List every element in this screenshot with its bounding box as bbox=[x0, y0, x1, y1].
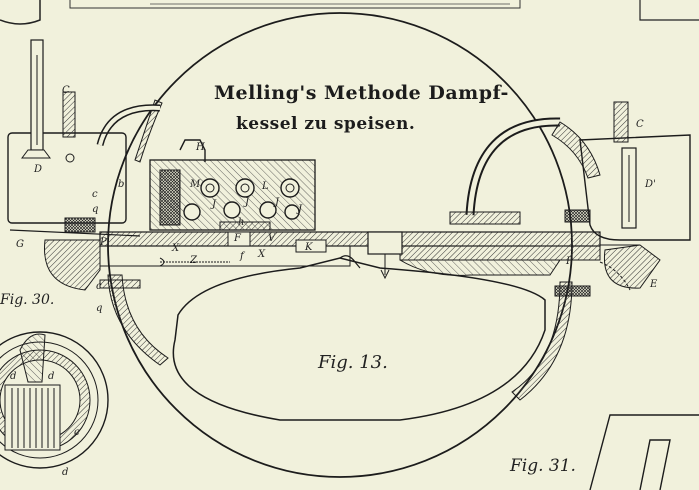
label-h: h bbox=[238, 217, 245, 228]
label-D-left: D bbox=[34, 164, 43, 175]
top-left-fragment bbox=[0, 0, 41, 25]
label-X-1: X bbox=[172, 243, 180, 254]
gear-3 bbox=[280, 178, 300, 198]
label-C-left: C bbox=[62, 85, 70, 96]
title-line-1: Melling's Methode Dampf- bbox=[214, 82, 509, 104]
label-q-2: q bbox=[96, 303, 103, 314]
label-b: b bbox=[118, 179, 125, 190]
label-V: V bbox=[268, 233, 276, 244]
water-chamber bbox=[172, 257, 546, 421]
right-pipe bbox=[613, 101, 629, 143]
label-C-right: C bbox=[636, 119, 644, 130]
label-J-4: J bbox=[298, 204, 303, 215]
label-E: E bbox=[650, 279, 658, 290]
label-Z: Z bbox=[190, 255, 197, 266]
label-d-1: d bbox=[10, 371, 17, 382]
label-D-right: D' bbox=[645, 179, 656, 190]
fig30-core bbox=[4, 384, 61, 451]
gear-6 bbox=[259, 201, 277, 219]
label-L: L bbox=[262, 181, 269, 192]
label-M: M bbox=[190, 179, 201, 190]
left-pipe bbox=[62, 91, 76, 138]
figure-13-caption: Fig. 13. bbox=[318, 352, 388, 373]
label-X-2: X bbox=[258, 249, 266, 260]
label-d-2: d bbox=[48, 371, 55, 382]
gear-2 bbox=[235, 178, 255, 198]
right-gauge-tank bbox=[579, 134, 691, 241]
fig31-fragment bbox=[589, 414, 699, 490]
fig30-outer-ring bbox=[0, 331, 109, 469]
handle bbox=[179, 139, 206, 162]
label-c-2: c bbox=[96, 281, 102, 292]
label-P-right: P bbox=[566, 256, 573, 267]
central-valve bbox=[367, 231, 403, 255]
gear-4 bbox=[183, 203, 201, 221]
label-c-1: c bbox=[92, 189, 98, 200]
label-F: F bbox=[234, 233, 241, 244]
label-J-3: J bbox=[275, 197, 280, 208]
gear-5 bbox=[223, 201, 241, 219]
label-P-left: P bbox=[100, 237, 107, 248]
title-line-2: kessel zu speisen. bbox=[236, 114, 416, 134]
label-q-1: q bbox=[92, 204, 99, 215]
figure-30-caption: Fig. 30. bbox=[0, 292, 55, 308]
label-c-4: c bbox=[74, 427, 80, 438]
gear-1 bbox=[200, 178, 220, 198]
label-H: H bbox=[196, 142, 205, 153]
label-G: G bbox=[16, 239, 24, 250]
label-J-2: J bbox=[245, 197, 250, 208]
gear-7 bbox=[284, 204, 300, 220]
label-K: K bbox=[305, 242, 313, 253]
top-center-fragment bbox=[69, 0, 521, 9]
label-f: f bbox=[240, 251, 244, 262]
figure-31-caption: Fig. 31. bbox=[510, 456, 576, 476]
left-gauge-tank bbox=[7, 132, 127, 224]
label-d-3: d bbox=[62, 467, 69, 478]
label-J-1: J bbox=[212, 199, 217, 210]
top-right-fragment bbox=[639, 0, 699, 21]
